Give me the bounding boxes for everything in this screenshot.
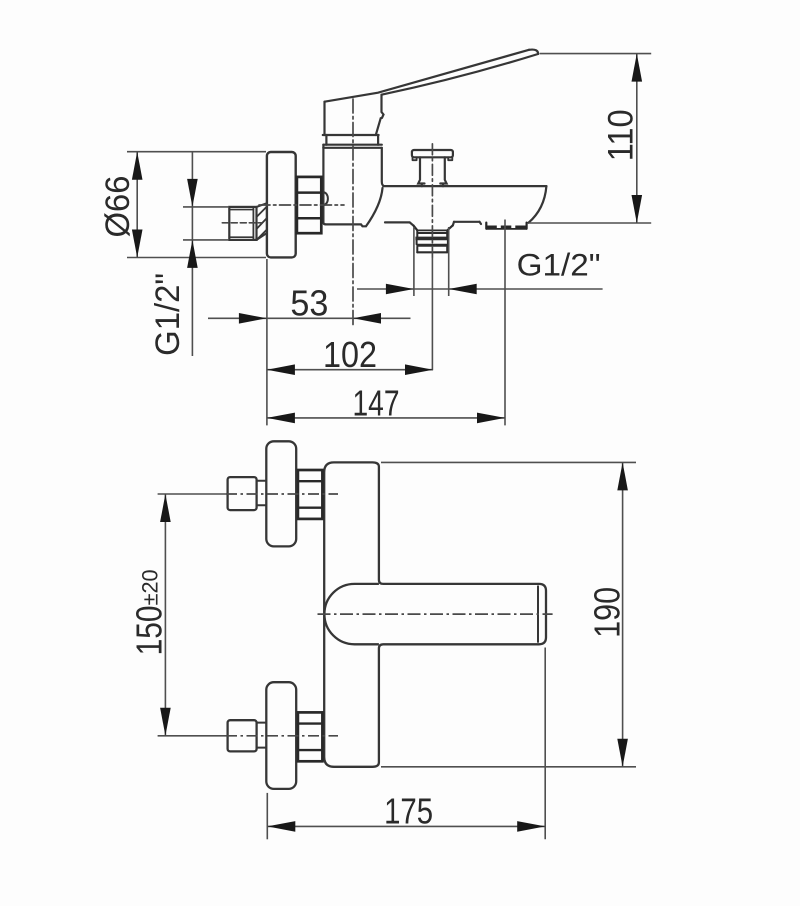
svg-text:110: 110 xyxy=(602,109,641,161)
svg-text:175: 175 xyxy=(384,790,433,831)
svg-text:147: 147 xyxy=(353,382,400,423)
svg-text:102: 102 xyxy=(323,334,377,375)
svg-text:190: 190 xyxy=(587,587,628,638)
svg-text:53: 53 xyxy=(290,283,328,324)
svg-text:150±20: 150±20 xyxy=(128,569,169,655)
svg-text:Ø66: Ø66 xyxy=(99,176,137,238)
svg-text:G1/2": G1/2" xyxy=(517,247,601,283)
svg-text:G1/2": G1/2" xyxy=(149,273,187,356)
